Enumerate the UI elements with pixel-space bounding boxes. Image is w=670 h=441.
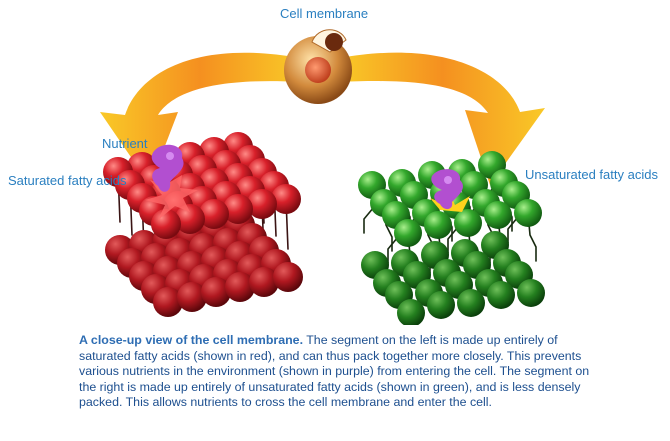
saturated-lipid-head [247, 189, 277, 219]
nutrient-label: Nutrient [102, 136, 148, 151]
saturated-lipid-head [225, 272, 255, 302]
saturated-top-layer [103, 132, 301, 239]
caption-heading: A close-up view of the cell membrane. [79, 333, 304, 347]
saturated-lipid-head [153, 287, 183, 317]
caption: A close-up view of the cell membrane. Th… [79, 333, 599, 411]
saturated-lipid-head [177, 282, 207, 312]
unsaturated-label: Unsaturated fatty acids [525, 167, 658, 182]
saturated-label: Saturated fatty acids [8, 173, 127, 188]
cell-icon [284, 29, 352, 104]
saturated-lipid-head [201, 277, 231, 307]
nutrient-blocked-icon [145, 144, 198, 220]
caption-body: The segment on the left is made up entir… [79, 333, 590, 410]
unsaturated-lipid-head [514, 199, 542, 227]
cell-membrane-label: Cell membrane [280, 6, 369, 21]
unsaturated-lipid-head [427, 291, 455, 319]
saturated-lipid-head [175, 204, 205, 234]
unsaturated-top-layer [358, 151, 542, 247]
unsaturated-lipid-head [517, 279, 545, 307]
unsaturated-lipid-head [397, 299, 425, 325]
saturated-lipid-head [199, 199, 229, 229]
unsaturated-lipid-head [424, 211, 452, 239]
nutrient-passing-icon [430, 169, 470, 212]
saturated-lipid-head [151, 209, 181, 239]
unsaturated-lipid-head [457, 289, 485, 317]
saturated-bottom-layer [105, 210, 303, 317]
right-arrow-icon [340, 52, 545, 185]
unsaturated-lipid-head [394, 219, 422, 247]
membrane-diagram [100, 29, 545, 325]
saturated-lipid-head [273, 262, 303, 292]
saturated-lipid-head [249, 267, 279, 297]
unsaturated-bottom-layer [361, 231, 545, 325]
unsaturated-lipid-head [487, 281, 515, 309]
unsaturated-lipid-head [484, 201, 512, 229]
left-arrow-icon [100, 52, 300, 185]
saturated-lipid-head [271, 184, 301, 214]
unsaturated-lipid-head [454, 209, 482, 237]
saturated-lipid-head [223, 194, 253, 224]
